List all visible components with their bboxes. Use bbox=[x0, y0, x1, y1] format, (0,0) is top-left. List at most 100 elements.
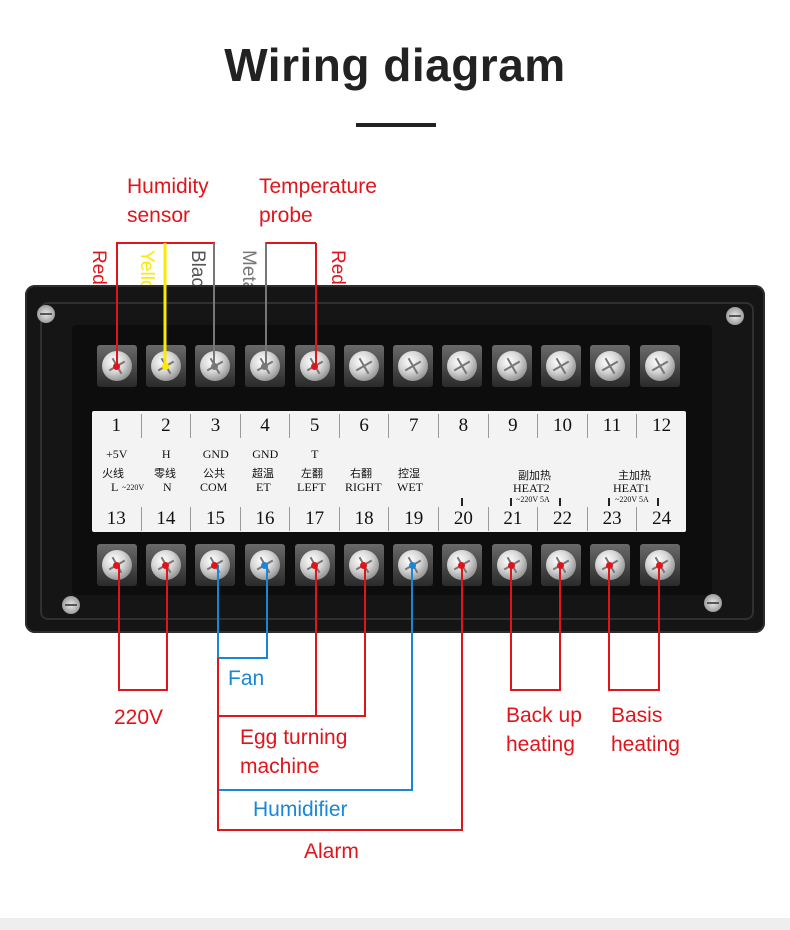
t24-tick bbox=[657, 498, 659, 506]
mount-screw-top-left bbox=[37, 305, 55, 323]
top-signal-5: T bbox=[311, 447, 319, 461]
temperature-probe-label: Temperature probe bbox=[259, 172, 377, 230]
t21-tick bbox=[510, 498, 512, 506]
wire-contact-dot bbox=[311, 363, 318, 370]
bottom-terminal-number-10: 22 bbox=[538, 507, 588, 531]
t15-en-label: COM bbox=[200, 480, 228, 494]
t19-cn-label: 控湿 bbox=[398, 467, 420, 480]
wire-contact-dot bbox=[458, 562, 465, 569]
top-terminal-number-12: 12 bbox=[652, 415, 672, 436]
wire-contact-dot bbox=[211, 562, 218, 569]
terminal-screw bbox=[447, 351, 477, 381]
v220-small-label: ~220V bbox=[122, 483, 145, 492]
t16-cn-label: 超温 bbox=[252, 467, 274, 480]
top-terminal-number-3: 3 bbox=[191, 414, 241, 438]
page-title: Wiring diagram bbox=[224, 39, 566, 91]
backup-heating-label-line1: Back up bbox=[506, 704, 582, 727]
bottom-terminal-10 bbox=[541, 544, 581, 586]
top-signal-1: +5V bbox=[106, 447, 128, 461]
bottom-terminal-number-7: 19 bbox=[389, 507, 440, 531]
bottom-terminal-number-9: 21 bbox=[489, 507, 539, 531]
top-terminal-number-5: 5 bbox=[290, 414, 340, 438]
mount-screw-bottom-left bbox=[62, 596, 80, 614]
top-terminal-5 bbox=[295, 345, 335, 387]
top-signal-10 bbox=[538, 447, 588, 467]
t14-en-label: N bbox=[163, 480, 172, 494]
top-terminal-11 bbox=[590, 345, 630, 387]
t18-cn-label: 右翻 bbox=[350, 467, 372, 480]
top-signal-4: GND bbox=[252, 447, 279, 461]
backup-heating-label: Back up heating bbox=[506, 701, 582, 759]
mount-screw-top-right bbox=[726, 307, 744, 325]
basis-heating-label: Basis heating bbox=[611, 701, 680, 759]
top-terminal-2 bbox=[146, 345, 186, 387]
bottom-terminal-2 bbox=[146, 544, 186, 586]
heat2-en-label: HEAT2 bbox=[513, 481, 550, 495]
wire-contact-dot bbox=[162, 562, 169, 569]
top-terminal-number-6: 6 bbox=[340, 414, 390, 438]
t14-cn-label: 零线 bbox=[154, 467, 176, 480]
top-terminal-8 bbox=[442, 345, 482, 387]
terminal-screw bbox=[349, 351, 379, 381]
t19-en-label: WET bbox=[397, 480, 423, 494]
top-signal-3: GND bbox=[202, 447, 229, 461]
top-signal-11 bbox=[587, 447, 637, 467]
fan-label: Fan bbox=[228, 667, 265, 690]
wire-contact-dot bbox=[656, 562, 663, 569]
heat1-small-label: ~220V 5A bbox=[615, 495, 649, 504]
bottom-terminal-8 bbox=[442, 544, 482, 586]
top-signal-2: H bbox=[161, 447, 171, 461]
wire-contact-dot bbox=[311, 562, 318, 569]
bottom-terminal-number-2: 14 bbox=[142, 507, 192, 531]
bottom-terminal-number-8: 20 bbox=[439, 507, 489, 531]
top-terminal-number-10: 10 bbox=[538, 414, 588, 438]
heat2-cn-label: 副加热 bbox=[518, 469, 551, 482]
humidifier-label: Humidifier bbox=[253, 798, 348, 821]
bottom-terminal-1 bbox=[97, 544, 137, 586]
bottom-band bbox=[0, 918, 790, 930]
top-terminal-number-1: 1 bbox=[92, 414, 142, 438]
wire-contact-dot bbox=[162, 363, 169, 370]
t16-en-label: ET bbox=[256, 480, 271, 494]
t22-tick bbox=[559, 498, 561, 506]
top-terminal-1 bbox=[97, 345, 137, 387]
top-terminal-number-8: 8 bbox=[439, 414, 489, 438]
top-terminal-10 bbox=[541, 345, 581, 387]
wire-contact-dot bbox=[261, 363, 268, 370]
wire-contact-dot bbox=[557, 562, 564, 569]
top-terminal-number-2: 2 bbox=[142, 414, 192, 438]
t18-en-label: RIGHT bbox=[345, 480, 382, 494]
wire-contact-dot bbox=[261, 562, 268, 569]
egg-turning-label: Egg turning machine bbox=[240, 723, 347, 781]
top-terminal-12 bbox=[640, 345, 680, 387]
bottom-terminal-number-6: 18 bbox=[340, 507, 390, 531]
heat1-cn-label: 主加热 bbox=[618, 469, 651, 482]
t15-cn-label: 公共 bbox=[203, 467, 225, 480]
top-signal-row: +5V H GND GND T bbox=[92, 447, 686, 467]
heat2-small-label: ~220V 5A bbox=[516, 495, 550, 504]
top-signal-12 bbox=[637, 447, 687, 467]
top-terminal-number-11: 11 bbox=[588, 414, 638, 438]
basis-heating-label-line1: Basis bbox=[611, 704, 663, 727]
temperature-probe-label-line2: probe bbox=[259, 204, 313, 227]
bottom-terminal-7 bbox=[393, 544, 433, 586]
humidity-sensor-label-line2: sensor bbox=[127, 204, 191, 227]
wire-contact-dot bbox=[211, 363, 218, 370]
basis-heating-label-line2: heating bbox=[611, 733, 680, 756]
bottom-terminal-number-12: 24 bbox=[652, 508, 672, 529]
t13-en-label: L bbox=[111, 480, 119, 494]
bottom-terminal-number-3: 15 bbox=[191, 507, 241, 531]
wire-contact-dot bbox=[113, 363, 120, 370]
bottom-terminal-number-1: 13 bbox=[92, 507, 142, 531]
bottom-terminal-3 bbox=[195, 544, 235, 586]
bottom-terminal-4 bbox=[245, 544, 285, 586]
backup-heating-label-line2: heating bbox=[506, 733, 575, 756]
terminal-screw bbox=[595, 351, 625, 381]
top-terminal-4 bbox=[245, 345, 285, 387]
humidity-sensor-label-line1: Humidity bbox=[127, 175, 209, 198]
terminal-screw bbox=[645, 351, 675, 381]
top-signal-9 bbox=[488, 447, 538, 467]
terminal-screw bbox=[497, 351, 527, 381]
